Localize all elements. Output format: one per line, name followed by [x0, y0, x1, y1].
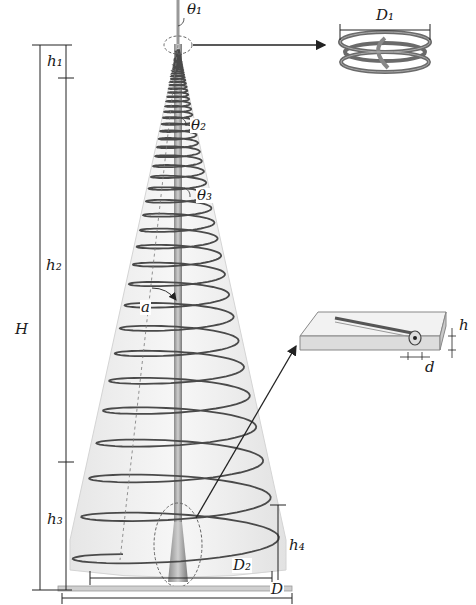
- tip-detail-outline: [340, 32, 430, 72]
- dimension-label: h₄: [288, 538, 306, 553]
- tip-detail: [340, 32, 430, 72]
- feed-detail: [300, 312, 446, 350]
- dimension-label: h: [458, 318, 470, 333]
- angle-label: a: [140, 300, 151, 315]
- ground-plane: [58, 586, 292, 591]
- angle-label: θ₃: [196, 188, 213, 203]
- cone-shell: [70, 45, 286, 578]
- conical-helix: [73, 50, 279, 563]
- dimension-line: [452, 328, 453, 358]
- dimension-label: d: [424, 360, 436, 375]
- detail-arrow: [193, 44, 325, 45]
- detail-circle: [164, 36, 192, 54]
- angle-label: θ₁: [186, 2, 203, 17]
- detail-circle: [154, 503, 202, 587]
- dimension-label: D₂: [232, 558, 252, 573]
- dimension-line: [400, 357, 430, 358]
- dimension-label: D: [270, 582, 284, 597]
- angle-arc: [178, 18, 184, 26]
- angle-arc: [152, 288, 176, 300]
- detail-arrow: [196, 346, 296, 518]
- dimension-label: h₁: [46, 54, 64, 69]
- dimension-label: H: [14, 322, 29, 337]
- dimension-label: h₃: [46, 512, 64, 527]
- dimension-label: h₂: [45, 258, 63, 273]
- feed-wire: [177, 0, 180, 45]
- angle-arc: [184, 188, 190, 197]
- angle-arc: [181, 118, 186, 126]
- dimension-line: [340, 30, 430, 31]
- rod-bulb: [168, 522, 188, 582]
- angle-label: θ₂: [190, 118, 207, 133]
- cone-guide: [120, 45, 178, 560]
- center-rod: [174, 44, 182, 524]
- dimension-lines: [32, 45, 292, 604]
- dimension-label: D₁: [375, 8, 395, 23]
